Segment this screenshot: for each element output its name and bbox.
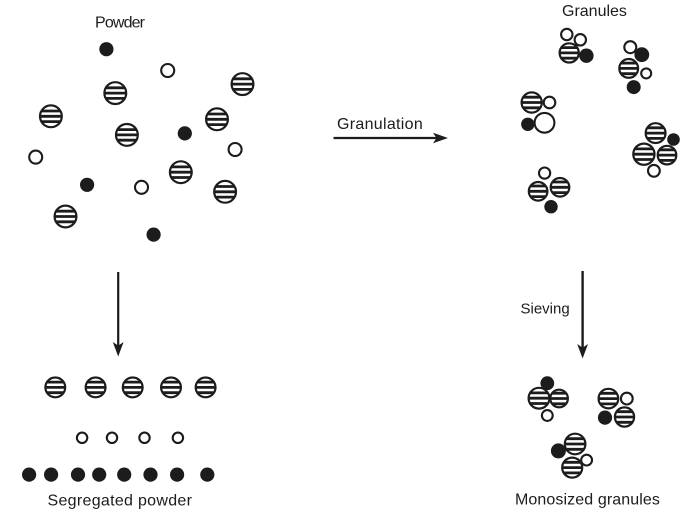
svg-text:Monosized granules: Monosized granules [515, 492, 660, 509]
svg-text:Granulation: Granulation [337, 116, 423, 133]
svg-text:Segregated powder: Segregated powder [48, 492, 193, 509]
svg-text:Sieving: Sieving [521, 301, 570, 318]
svg-text:Granules: Granules [562, 3, 627, 20]
svg-text:Powder: Powder [95, 15, 146, 32]
